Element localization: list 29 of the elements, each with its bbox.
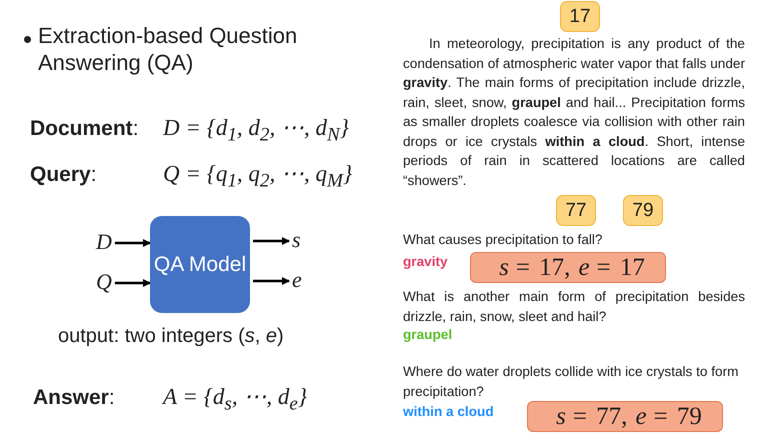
arrow: [114, 239, 151, 247]
arrow: [253, 237, 290, 245]
variable-label: s: [292, 227, 301, 253]
question-text: Where do water droplets collide with ice crystals to form precipitation?: [403, 363, 740, 401]
model-box: QA Model: [150, 216, 250, 313]
equation: Q = {q$_{1}$, q$_{2}$, ⋯, q$_{M}$}: [163, 160, 352, 193]
equation: A = {d$_{s}$, ⋯, d$_{e}$}: [163, 383, 308, 416]
variable-label: Q: [96, 269, 112, 295]
index-badge: 17: [560, 1, 600, 32]
arrow: [253, 277, 290, 285]
variable-label: e: [292, 267, 302, 293]
variable-label: D: [96, 229, 112, 255]
answer-text: within a cloud: [403, 404, 494, 419]
bullet-heading: Extraction-based Question Answering (QA): [38, 22, 298, 76]
question-text: What is another main form of precipitation besides drizzle, rain, snow, sleet and hail?: [403, 288, 745, 326]
index-badge: 79: [623, 195, 663, 226]
index-badge: 77: [556, 195, 596, 226]
span-result-box: s = 77, e = 79: [527, 401, 723, 432]
equation: D = {d$_{1}$, d$_{2}$, ⋯, d$_{N}$}: [163, 114, 349, 147]
question-text: What causes precipitation to fall?: [403, 232, 602, 247]
answer-text: graupel: [403, 327, 452, 342]
caption-text: output: two integers (s, e): [58, 325, 284, 348]
field-name: Query:: [30, 163, 97, 187]
arrow: [114, 279, 151, 287]
field-name: Document:: [30, 117, 139, 141]
field-name: Answer:: [33, 386, 115, 410]
answer-text: gravity: [403, 254, 448, 269]
span-result-box: s = 17, e = 17: [470, 252, 666, 283]
passage-paragraph: In meteorology, precipitation is any product of the condensation of atmospheric water vapor that falls under gravity. The main forms of precipitation include drizzle, rain, sleet, snow, graupel and hail... Precipitation forms as smaller droplets coalesce via collision with other rain drops or ice crystals within a cloud. Short, intense periods of rain in scattered locations are called “showers”.: [403, 35, 745, 190]
